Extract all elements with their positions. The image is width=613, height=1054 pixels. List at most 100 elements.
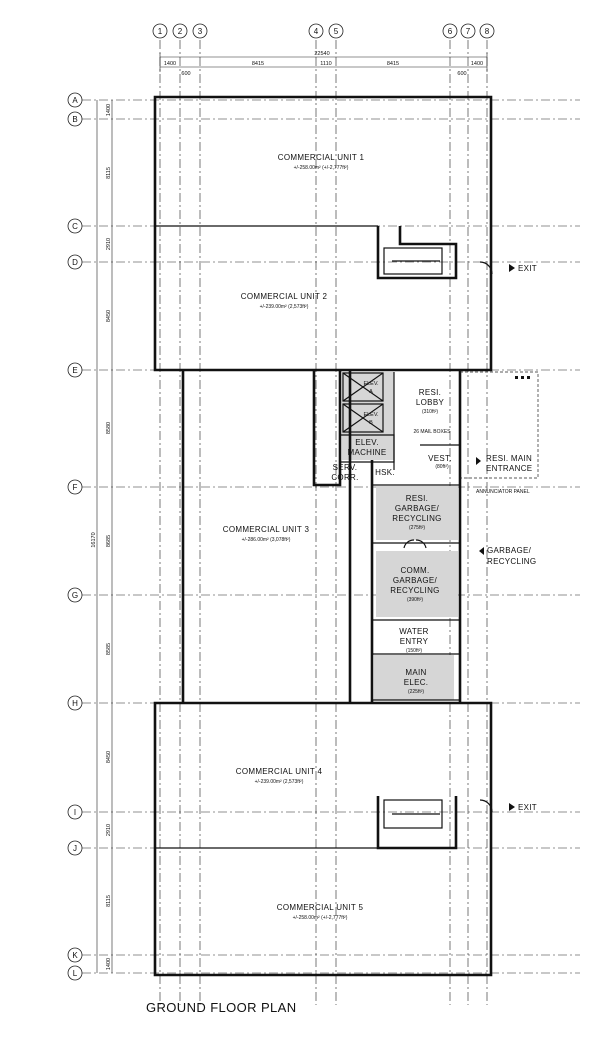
grid-bubble-2 xyxy=(172,23,188,39)
grid-bubble-4 xyxy=(308,23,324,39)
exit-arrow-icon-2 xyxy=(509,803,515,811)
vest-label: VEST. xyxy=(428,454,452,463)
building-walls xyxy=(153,95,539,977)
column-bubbles: 1 2 3 4 5 6 7 8 xyxy=(152,23,495,39)
main-elec-label-1: MAIN xyxy=(405,668,426,677)
elev-a-label-2: A xyxy=(369,389,373,395)
exit-arrow-icon-1 xyxy=(509,264,515,272)
annotations: EXIT EXIT RESI. MAIN ENTRANCE ANNUNCIATO… xyxy=(476,264,537,812)
exit-label-2: EXIT xyxy=(518,803,537,812)
grid-label-l: L xyxy=(73,969,78,978)
dim-overall-width: 22540 xyxy=(314,51,329,57)
dim-left-7: 8585 xyxy=(106,643,112,655)
unit3-area: +/-286.00m² (3,078ft²) xyxy=(242,537,291,543)
water-entry-label-2: ENTRY xyxy=(400,637,429,646)
dim-left-3: 2910 xyxy=(106,238,112,250)
elev-machine-label-1: ELEV. xyxy=(355,438,378,447)
grid-bubble-3 xyxy=(192,23,208,39)
exit-label-1: EXIT xyxy=(518,264,537,273)
comm-garbage-label-2: GARBAGE/ xyxy=(393,576,438,585)
left-dimensions: 16170 1400 8115 2910 8450 8580 8685 8585… xyxy=(91,100,113,973)
dim-left-1: 1400 xyxy=(106,104,112,116)
serv-corr-label-1: SERV. xyxy=(333,463,358,472)
resi-garbage-label-1: RESI. xyxy=(406,494,428,503)
unit2-area: +/-239.00m² (2,573ft²) xyxy=(260,304,309,310)
comm-garbage-area: (390ft²) xyxy=(407,597,423,603)
grid-label-5: 5 xyxy=(334,27,339,36)
dim-top-3: 1110 xyxy=(320,61,331,67)
garbage-entry-label-2: RECYCLING xyxy=(487,557,536,566)
plan-title: GROUND FLOOR PLAN xyxy=(146,1000,297,1015)
elev-a-label-1: ELEV. xyxy=(363,381,379,387)
garbage-arrow-icon xyxy=(479,547,484,555)
grid-label-6: 6 xyxy=(448,27,453,36)
dim-left-11: 1400 xyxy=(106,958,112,970)
resi-lobby-label-1: RESI. xyxy=(419,388,441,397)
service-room-shading xyxy=(342,372,458,700)
room-labels: COMMERCIAL UNIT 1 +/-258.00m² (+/-2,777f… xyxy=(223,153,452,921)
water-entry-label-1: WATER xyxy=(399,627,429,636)
top-dimensions: 22540 1400 8415 1110 8415 1400 600 600 xyxy=(159,51,488,77)
dim-left-2: 8115 xyxy=(106,167,112,179)
dim-top-1: 1400 xyxy=(164,61,176,67)
comm-garbage-label-3: RECYCLING xyxy=(390,586,439,595)
unit5-area: +/-258.00m² (+/-2,777ft²) xyxy=(293,915,348,921)
unit4-area: +/-239.00m² (2,573ft²) xyxy=(255,779,304,785)
dim-left-5: 8580 xyxy=(106,422,112,434)
dim-left-8: 8450 xyxy=(106,751,112,763)
resi-main-entrance-label-2: ENTRANCE xyxy=(486,464,532,473)
grid-lines xyxy=(82,40,580,1005)
dim-left-4: 8450 xyxy=(106,310,112,322)
grid-label-1: 1 xyxy=(158,27,163,36)
grid-label-g: G xyxy=(72,591,78,600)
dim-top-5: 1400 xyxy=(471,61,483,67)
dim-left-9: 2910 xyxy=(106,824,112,836)
dim-left-6: 8685 xyxy=(106,535,112,547)
grid-label-i: I xyxy=(74,808,76,817)
resi-garbage-area: (275ft²) xyxy=(409,525,425,531)
grid-label-7: 7 xyxy=(466,27,471,36)
unit5-name: COMMERCIAL UNIT 5 xyxy=(277,903,364,912)
grid-label-2: 2 xyxy=(178,27,183,36)
grid-label-8: 8 xyxy=(485,27,490,36)
resi-lobby-area: (310ft²) xyxy=(422,409,438,415)
mail-boxes-label: 26 MAIL BOXES xyxy=(413,429,451,435)
row-bubbles: A B C D E F G H I J K L xyxy=(67,92,83,981)
grid-label-b: B xyxy=(72,115,77,124)
grid-bubble-7 xyxy=(460,23,476,39)
grid-label-c: C xyxy=(72,222,78,231)
grid-bubble-6 xyxy=(442,23,458,39)
elev-b-label-2: B xyxy=(369,420,373,426)
grid-bubble-1 xyxy=(152,23,168,39)
grid-bubble-8 xyxy=(479,23,495,39)
resi-lobby-label-2: LOBBY xyxy=(416,398,445,407)
unit4-name: COMMERCIAL UNIT 4 xyxy=(236,767,323,776)
grid-label-e: E xyxy=(72,366,77,375)
grid-bubble-5 xyxy=(328,23,344,39)
hsk-label: HSK. xyxy=(375,468,395,477)
resi-garbage-label-3: RECYCLING xyxy=(392,514,441,523)
water-entry-area: (150ft²) xyxy=(406,648,422,654)
vest-area: (80ft²) xyxy=(435,464,449,470)
dim-top-2: 8415 xyxy=(252,61,264,67)
unit3-name: COMMERCIAL UNIT 3 xyxy=(223,525,310,534)
dim-top-4: 8415 xyxy=(387,61,399,67)
garbage-entry-label-1: GARBAGE/ xyxy=(487,546,532,555)
unit2-name: COMMERCIAL UNIT 2 xyxy=(241,292,328,301)
grid-label-j: J xyxy=(73,844,77,853)
grid-label-k: K xyxy=(72,951,78,960)
grid-label-4: 4 xyxy=(314,27,319,36)
resi-main-entrance-label-1: RESI. MAIN xyxy=(486,454,532,463)
dim-left-10: 8115 xyxy=(106,895,112,907)
unit1-area: +/-258.00m² (+/-2,777ft²) xyxy=(294,165,349,171)
dim-overall-height: 16170 xyxy=(91,532,97,547)
grid-label-f: F xyxy=(73,483,78,492)
elev-machine-label-2: MACHINE xyxy=(348,448,387,457)
annunciator-label: ANNUNCIATOR PANEL xyxy=(476,489,530,495)
elev-b-label-1: ELEV. xyxy=(363,412,379,418)
unit1-name: COMMERCIAL UNIT 1 xyxy=(278,153,365,162)
entrance-arrow-icon xyxy=(476,457,481,465)
grid-label-a: A xyxy=(72,96,78,105)
serv-corr-label-2: CORR. xyxy=(331,473,358,482)
